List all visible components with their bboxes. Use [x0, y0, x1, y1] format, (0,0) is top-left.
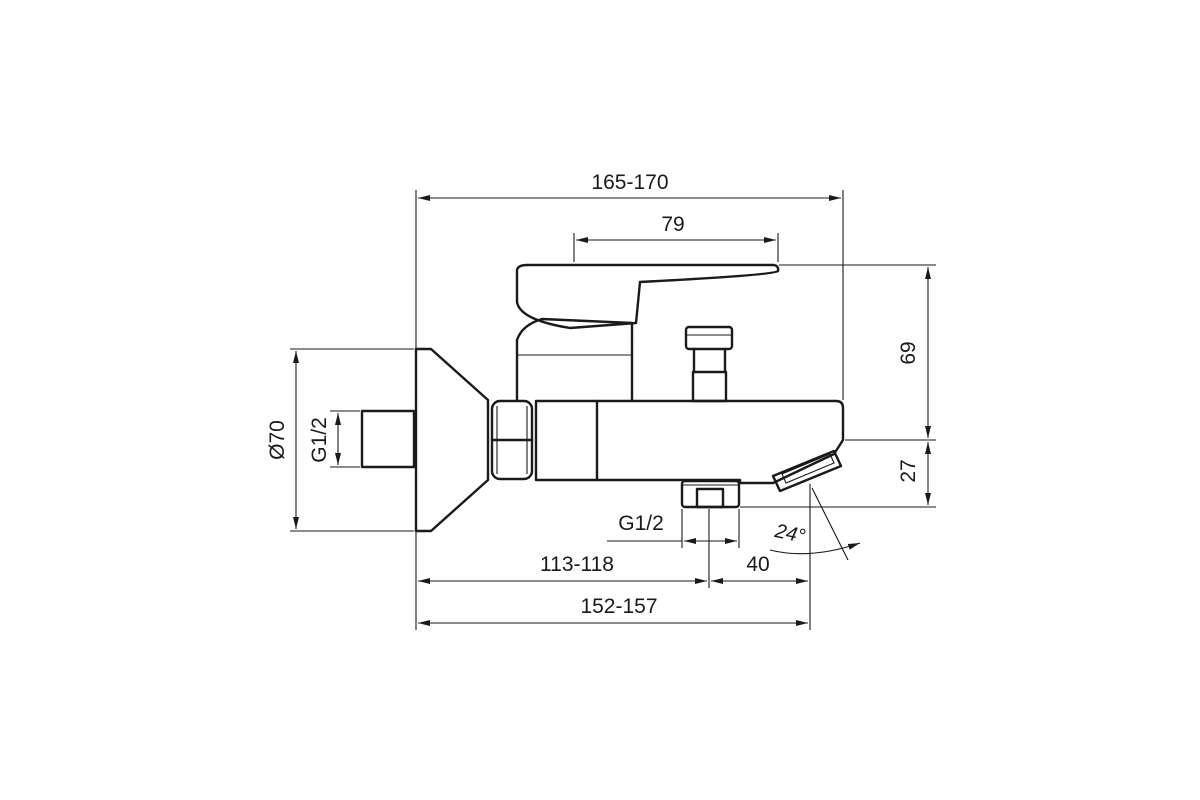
- inlet-connector: [360, 409, 416, 469]
- dimension-labels: 165-170 79 69 27 Ø70 G1/2 G1/2 113-118 4…: [266, 171, 920, 618]
- label-spout-angle: 24°: [772, 520, 807, 548]
- cartridge-dome: [515, 317, 634, 402]
- faucet-body-outline: [360, 263, 845, 533]
- extension-lines: [290, 190, 936, 630]
- bottom-outlet: [680, 479, 741, 509]
- label-outlet-distance: 113-118: [540, 553, 614, 576]
- spout-aerator: [771, 449, 843, 493]
- mixer-body: [534, 399, 845, 485]
- hex-nut: [490, 399, 534, 481]
- label-outlet-thread: G1/2: [618, 512, 664, 535]
- wall-rosette: [414, 347, 490, 533]
- label-inlet-thread: G1/2: [308, 417, 331, 463]
- label-body-height: 69: [897, 341, 920, 364]
- label-spout-offset: 40: [746, 553, 769, 576]
- dimension-lines: [293, 195, 931, 626]
- angle-leg: [811, 487, 849, 561]
- label-lever-length: 79: [661, 213, 684, 236]
- diverter-knob: [684, 325, 734, 403]
- label-overall-width: 165-170: [591, 171, 668, 194]
- label-total-projection: 152-157: [580, 595, 657, 618]
- label-rosette-diameter: Ø70: [266, 420, 289, 460]
- angle-arc: [769, 542, 861, 555]
- lever-handle: [515, 263, 780, 330]
- label-spout-drop: 27: [897, 459, 920, 482]
